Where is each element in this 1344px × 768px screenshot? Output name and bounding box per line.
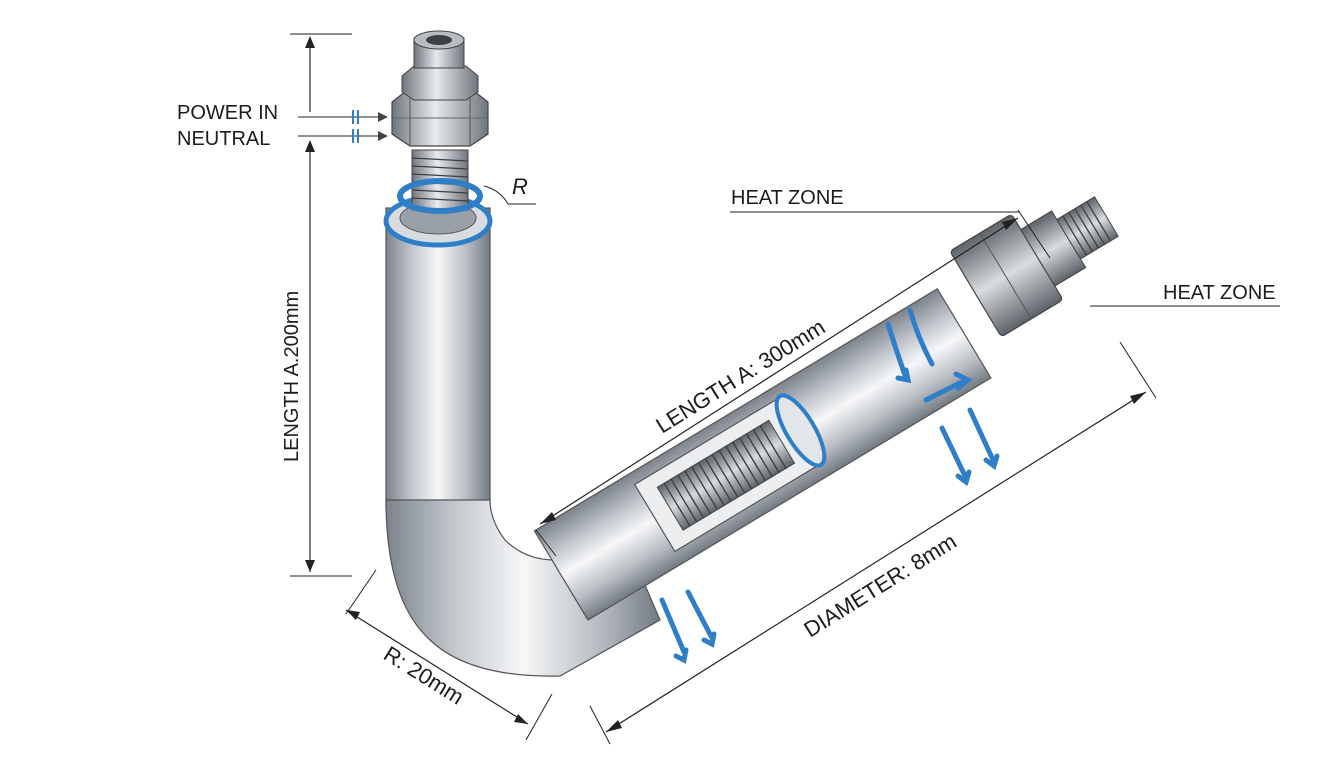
threaded-fitting-icon — [391, 30, 489, 214]
wire-feed — [298, 110, 388, 143]
diameter-label: DIAMETER: 8mm — [799, 528, 960, 642]
radius-mark-label: R — [512, 174, 528, 199]
neutral-label: NEUTRAL — [177, 128, 270, 150]
flow-arrow-icon — [659, 307, 1000, 664]
heater-pipe — [383, 194, 992, 677]
heat-zone-top-label: HEAT ZONE — [731, 187, 844, 209]
cutaway-section — [633, 393, 827, 553]
heat-zone-right-label: HEAT ZONE — [1163, 282, 1276, 304]
dimension-lines — [290, 33, 1280, 745]
power-in-label: POWER IN — [177, 102, 278, 124]
right-fitting — [950, 196, 1119, 336]
length-vertical-label: LENGTH A.200mm — [281, 291, 303, 462]
